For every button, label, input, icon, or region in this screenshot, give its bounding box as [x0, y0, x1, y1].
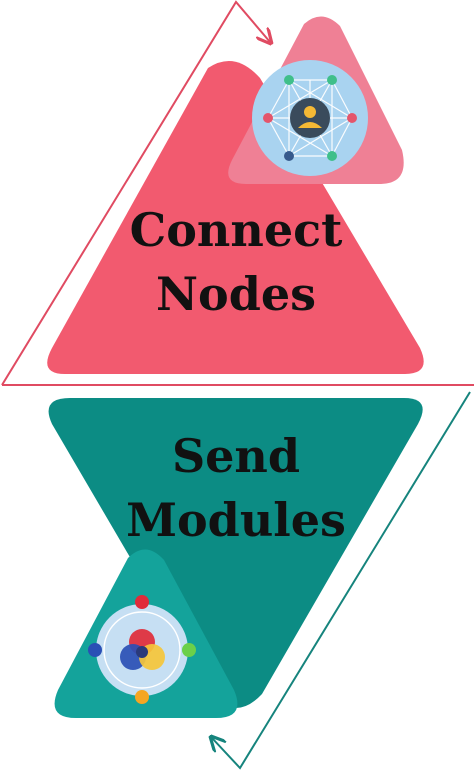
send-label-line2: Modules — [126, 493, 346, 547]
top-flow-arrow — [1, 0, 270, 386]
send-modules-triangle — [48, 398, 423, 708]
network-user-icon — [252, 60, 368, 176]
connect-label-line1: Connect — [130, 203, 343, 257]
connect-nodes-triangle — [47, 60, 424, 375]
send-label-line1: Send — [172, 429, 300, 483]
bottom-flow-arrow — [212, 391, 471, 770]
connect-label-line2: Nodes — [156, 267, 316, 321]
module-orbit-icon — [88, 595, 196, 704]
